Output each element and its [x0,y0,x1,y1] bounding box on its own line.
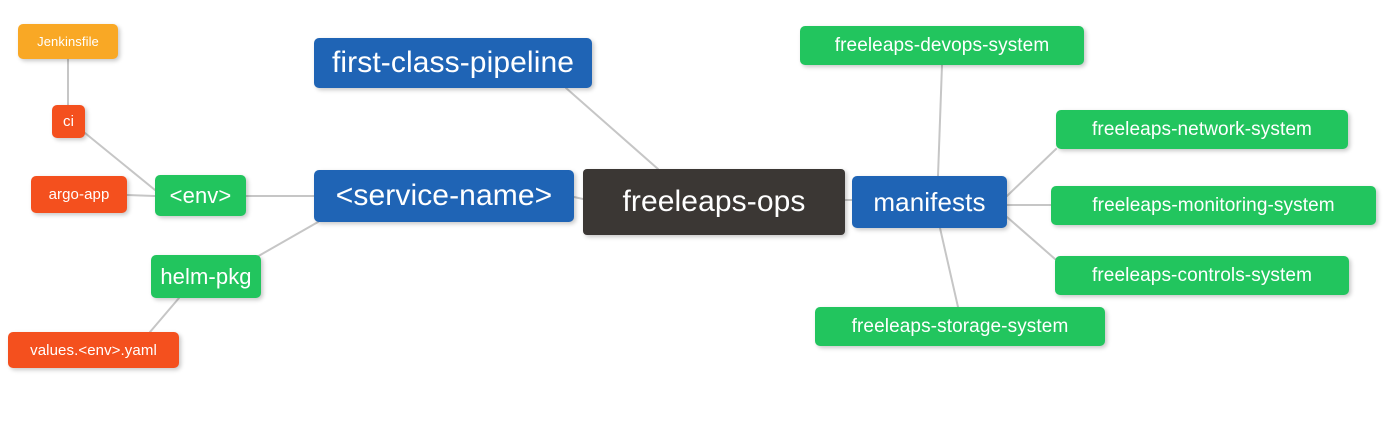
node-ci[interactable]: ci [52,105,85,138]
node-label: freeleaps-controls-system [1091,264,1313,286]
node-helm-pkg[interactable]: helm-pkg [151,255,261,298]
edge-manifests-to-freeleaps-devops-system [937,64,943,177]
node-label: argo-app [48,186,110,203]
node-values-yaml[interactable]: values.<env>.yaml [8,332,179,368]
node-label: manifests [873,186,986,217]
node-label: helm-pkg [160,263,252,289]
node-freeleaps-devops-system[interactable]: freeleaps-devops-system [800,26,1084,65]
node-label: <service-name> [335,179,553,212]
node-freeleaps-controls-system[interactable]: freeleaps-controls-system [1055,256,1349,295]
edge-manifests-to-freeleaps-controls-system [1006,216,1056,260]
node-argo-app[interactable]: argo-app [31,176,127,213]
edge-manifests-to-freeleaps-network-system [1006,148,1057,197]
node-freeleaps-ops[interactable]: freeleaps-ops [583,169,845,235]
node-label: freeleaps-devops-system [834,34,1050,56]
node-env[interactable]: <env> [155,175,246,216]
node-label: freeleaps-monitoring-system [1092,194,1335,216]
node-freeleaps-network-system[interactable]: freeleaps-network-system [1056,110,1348,149]
node-label: <env> [169,182,232,208]
node-jenkinsfile[interactable]: Jenkinsfile [18,24,118,59]
edge-values-yaml-to-helm-pkg [149,297,180,333]
node-first-class-pipeline[interactable]: first-class-pipeline [314,38,592,88]
node-service-name[interactable]: <service-name> [314,170,574,222]
node-label: freeleaps-storage-system [851,315,1069,337]
edge-helm-pkg-to-service-name [254,221,319,259]
node-label: freeleaps-ops [622,185,806,218]
edge-first-class-pipeline-to-freeleaps-ops [565,87,659,170]
node-freeleaps-storage-system[interactable]: freeleaps-storage-system [815,307,1105,346]
node-label: Jenkinsfile [37,34,99,49]
node-label: first-class-pipeline [331,46,575,79]
node-label: freeleaps-network-system [1092,118,1312,140]
edge-manifests-to-freeleaps-storage-system [939,227,959,308]
edge-service-name-to-freeleaps-ops [573,196,584,200]
node-label: ci [62,113,75,130]
node-label: values.<env>.yaml [30,341,157,359]
node-freeleaps-monitoring-system[interactable]: freeleaps-monitoring-system [1051,186,1376,225]
edge-argo-app-to-env [126,194,156,197]
node-manifests[interactable]: manifests [852,176,1007,228]
